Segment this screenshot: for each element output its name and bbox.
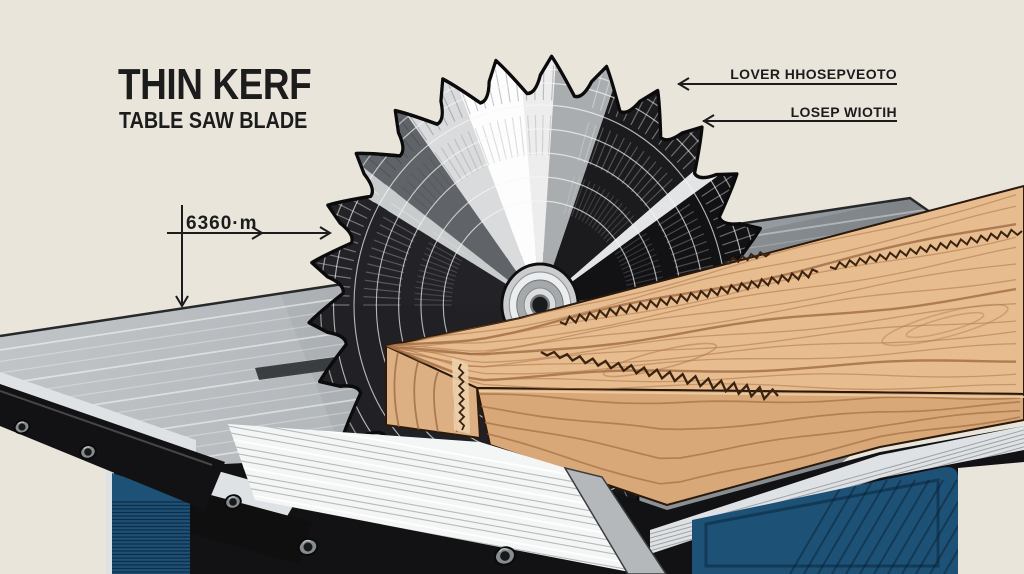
- front-rail-bolts: [13, 419, 97, 460]
- front-rail-black-face: [0, 384, 225, 510]
- bolt-icon: [224, 494, 242, 510]
- bolt-icon: [79, 444, 97, 460]
- callout-label-2: LOSEP WIOTIH: [790, 104, 897, 120]
- arrow-right-icon: [251, 226, 264, 240]
- cabinet-panel-inset: [704, 478, 940, 568]
- page-subtitle: TABLE SAW BLADE: [119, 107, 308, 133]
- arrow-right-icon: [319, 226, 332, 240]
- kerf-cut-lines: [457, 228, 1023, 431]
- measurement-arrow: [167, 205, 332, 308]
- bolt-icon: [494, 546, 516, 566]
- page-title: THIN KERF: [118, 60, 312, 109]
- front-rail-endcap: [563, 466, 667, 574]
- callout-label-1: LOVER HHOSEPVEOTO: [730, 66, 897, 82]
- callout-arrow-1: [677, 77, 897, 91]
- rail-bolts: [224, 494, 516, 566]
- wood-board: [385, 185, 1024, 506]
- callout-arrow-2: [702, 114, 897, 128]
- cabinet-left-ribs: [112, 501, 190, 573]
- cabinet-panel-ribs: [789, 479, 958, 574]
- front-rail-silver-strip: [0, 372, 196, 452]
- front-rail-top: [228, 424, 640, 574]
- bolt-icon: [297, 537, 319, 557]
- annotation-arrows: [167, 77, 897, 308]
- measurement-label: 6360·m: [186, 213, 258, 234]
- rail-and-base-assembly: [106, 424, 1024, 574]
- cabinet-panel-right: [692, 467, 958, 574]
- front-rail-highlight: [0, 390, 213, 466]
- bolt-icon: [13, 419, 31, 435]
- arrow-left-icon: [677, 77, 690, 91]
- miter-slot: [255, 357, 339, 380]
- arrow-left-icon: [702, 114, 715, 128]
- wood-front-face: [476, 387, 1024, 506]
- arrow-down-icon: [175, 295, 189, 308]
- table-front-rail: [0, 372, 225, 510]
